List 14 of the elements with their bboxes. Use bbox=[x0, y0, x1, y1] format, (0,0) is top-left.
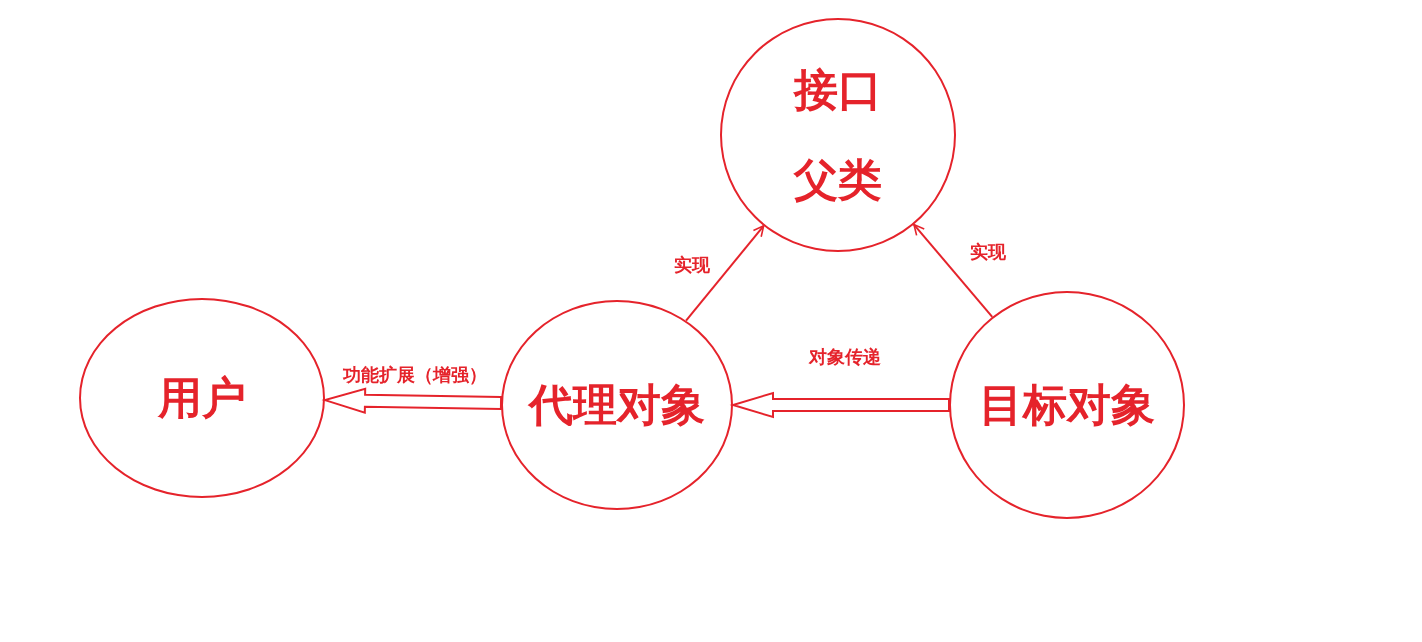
proxy-circle bbox=[501, 300, 733, 510]
node-label: 接口 bbox=[794, 66, 882, 113]
edge-label: 对象传递 bbox=[807, 345, 883, 369]
interface-circle bbox=[720, 18, 956, 252]
arrow bbox=[685, 224, 765, 322]
node-label: 父类 bbox=[794, 157, 882, 204]
node-label: 目标对象 bbox=[979, 381, 1155, 429]
arrow bbox=[912, 223, 994, 318]
edge-label: 实现 bbox=[672, 253, 712, 277]
edge-label: 实现 bbox=[968, 240, 1008, 264]
target-circle bbox=[949, 291, 1185, 519]
node-label: 用户 bbox=[158, 374, 246, 422]
node-label: 代理对象 bbox=[529, 381, 705, 429]
user-ellipse bbox=[79, 298, 325, 498]
